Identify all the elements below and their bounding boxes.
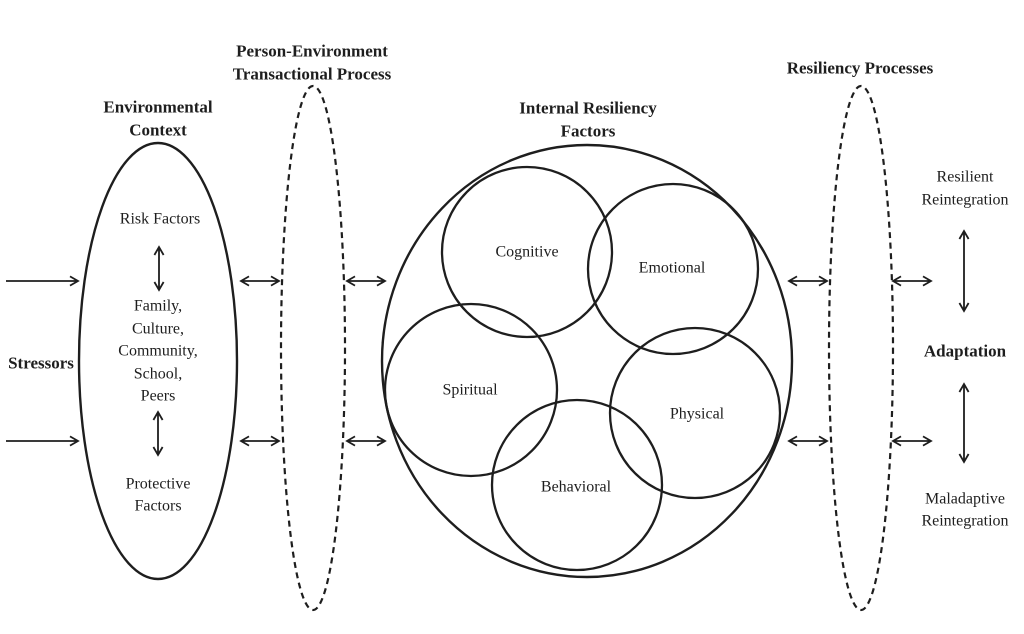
peers-protective-arrow — [152, 410, 164, 457]
pe-irf-arrow-bottom — [345, 435, 387, 447]
person-environment-process-ellipse — [279, 84, 347, 612]
internal-resiliency-outer-circle — [380, 143, 794, 579]
stressor-arrow-bottom — [6, 435, 80, 447]
resilient-reintegration-line2: Reintegration — [921, 192, 1008, 209]
adaptation-maladaptive-arrow — [958, 382, 970, 464]
risk-family-arrow — [153, 245, 165, 292]
maladaptive-reintegration-line2: Reintegration — [921, 513, 1008, 530]
protective-factors-line1: Protective — [126, 476, 191, 493]
emotional-circle — [586, 182, 760, 356]
behavioral-circle — [490, 398, 664, 572]
context-item-peers: Peers — [141, 388, 176, 405]
resilient-adaptation-arrow — [958, 229, 970, 313]
cognitive-circle — [440, 165, 614, 339]
context-item-family: Family, — [134, 298, 182, 315]
pe-irf-arrow-top — [345, 275, 387, 287]
env-pe-arrow-bottom — [239, 435, 281, 447]
cognitive-label: Cognitive — [495, 244, 558, 261]
protective-factors-line2: Factors — [134, 498, 181, 515]
resiliency-processes-ellipse — [827, 84, 895, 612]
person-environment-title-line2: Transactional Process — [233, 65, 392, 84]
physical-circle — [608, 326, 782, 500]
adaptation-label: Adaptation — [924, 342, 1007, 361]
risk-factors-label: Risk Factors — [120, 211, 200, 228]
context-item-community: Community, — [118, 343, 197, 360]
spiritual-circle — [383, 302, 559, 478]
env-pe-arrow-top — [239, 275, 281, 287]
behavioral-label: Behavioral — [541, 479, 612, 496]
resilient-reintegration-line1: Resilient — [937, 169, 994, 186]
stressors-label: Stressors — [8, 354, 74, 373]
internal-resiliency-title-line2: Factors — [561, 122, 616, 141]
context-item-school: School, — [134, 366, 182, 383]
emotional-label: Emotional — [639, 260, 706, 277]
environmental-context-title-line2: Context — [129, 121, 187, 140]
environmental-context-ellipse — [77, 141, 239, 581]
rp-outcomes-arrow-bottom — [891, 435, 933, 447]
person-environment-title-line1: Person-Environment — [236, 42, 388, 61]
irf-rp-arrow-top — [787, 275, 829, 287]
internal-resiliency-title-line1: Internal Resiliency — [519, 99, 657, 118]
spiritual-label: Spiritual — [442, 382, 498, 399]
resiliency-processes-title: Resiliency Processes — [787, 59, 934, 78]
stressor-arrow-top — [6, 275, 80, 287]
context-item-culture: Culture, — [132, 321, 184, 338]
rp-outcomes-arrow-top — [891, 275, 933, 287]
environmental-context-title-line1: Environmental — [103, 98, 213, 117]
maladaptive-reintegration-line1: Maladaptive — [925, 491, 1005, 508]
irf-rp-arrow-bottom — [787, 435, 829, 447]
physical-label: Physical — [670, 406, 725, 423]
